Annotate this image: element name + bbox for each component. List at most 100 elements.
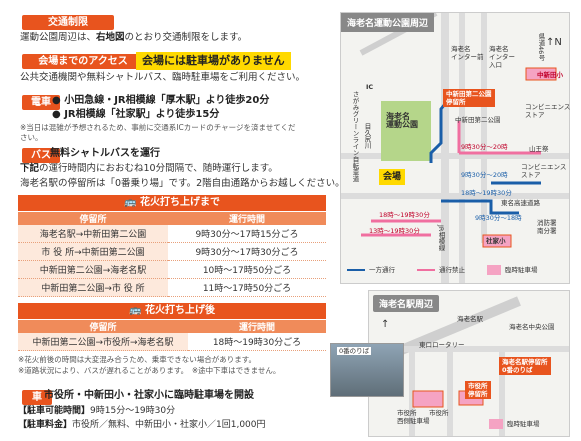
bus-heading: 無料シャトルバスを運行 xyxy=(50,148,160,159)
station-stop-tag: 海老名駅停留所 0番のりば xyxy=(499,357,551,375)
label-jr: JR相模線 xyxy=(437,225,445,251)
table-before-title-text: 花火打ち上げまで xyxy=(139,197,220,208)
north-arrow-icon: ↑N xyxy=(546,37,562,48)
bus-pill: バス xyxy=(22,148,60,163)
label-river: 目久尻川 xyxy=(363,123,371,149)
bus-line-1-bold: 下記 xyxy=(20,163,40,174)
legend-parking: 臨時駐車場 xyxy=(507,420,540,428)
label-ebina-ic-entry: 海老名 インター 入口 xyxy=(489,45,515,69)
col-header-stop: 停留所 xyxy=(18,212,168,225)
label-park: 海老名 運動公園 xyxy=(386,112,418,129)
bus-icon: 🚌 xyxy=(124,197,140,208)
legend-closed: 通行禁止 xyxy=(439,266,465,274)
table-before-title: 🚌 花火打ち上げまで xyxy=(18,195,326,211)
label-central-park: 海老名中央公園 xyxy=(509,323,555,331)
label-city-hall: 市役所 xyxy=(429,409,449,417)
no-parking-notice: 会場には駐車場がありません xyxy=(136,52,291,70)
label-fire-station: 消防署 南分署 xyxy=(537,219,557,235)
map1-legend: 一方通行 通行禁止 臨時駐車場 xyxy=(347,263,563,277)
park-map-svg xyxy=(341,13,569,283)
label-convenience-2: コンビニエンス ストア xyxy=(521,163,567,179)
stop-cell: 海老名駅→中新田第二公園 xyxy=(18,225,168,243)
label-convenience-1: コンビニエンス ストア xyxy=(525,103,571,119)
stop-cell: 中新田第二公園→市 役 所 xyxy=(18,278,168,297)
traffic-text-pre: 運動公園周辺は、 xyxy=(20,32,97,43)
legend-one-way: 一方通行 xyxy=(369,266,395,274)
train-line-2: ● JR相模線「社家駅」より徒歩15分 xyxy=(52,109,220,120)
table-row: 中新田第二公園→市役所→海老名駅 18時〜19時30分ごろ xyxy=(18,333,326,351)
col-header-time: 運行時間 xyxy=(188,320,326,333)
time-cell: 10時〜17時50分ごろ xyxy=(168,260,326,279)
time-cell: 11時〜17時50分ごろ xyxy=(168,278,326,297)
stop-cell: 中新田第二公園→海老名駅 xyxy=(18,260,168,279)
legend-parking: 臨時駐車場 xyxy=(505,266,538,274)
parking-swatch xyxy=(487,265,501,275)
train-note-1: ※当日は混雑が予想されるため、事前に交通系ICカードのチャージを済ませてくだ xyxy=(20,123,296,132)
car-hours-value: 9時15分〜19時30分 xyxy=(90,406,176,416)
access-text: 公共交通機関や無料シャトルバス、臨時駐車場をご利用ください。 xyxy=(20,72,306,83)
one-way-swatch xyxy=(347,269,365,271)
car-fee-label: 【駐車料金】 xyxy=(18,420,73,430)
table-row: 中新田第二公園→海老名駅 10時〜17時50分ごろ xyxy=(18,260,326,279)
label-nakashinden-school: 中新田小 xyxy=(537,71,563,79)
time-cell: 9時30分〜17時30分ごろ xyxy=(168,242,326,261)
traffic-text-bold: 右地図 xyxy=(96,32,125,43)
col-header-stop: 停留所 xyxy=(18,320,188,333)
car-fee-value: 市役所／無料、中新田小・社家小／1回1,000円 xyxy=(72,420,266,430)
car-heading: 市役所・中新田小・社家小に臨時駐車場を開設 xyxy=(44,390,254,401)
note-2: ※道路状況により、バスが遅れることがあります。 ※途中下車はできません。 xyxy=(18,366,281,375)
car-hours: 【駐車可能時間】9時15分〜19時30分 xyxy=(18,405,175,417)
train-note-2: さい。 xyxy=(20,133,43,142)
label-nakashinden-park: 中新田第二公園 xyxy=(455,116,501,124)
label-yamaou: 山王祭 xyxy=(529,145,549,153)
closed-swatch xyxy=(417,269,435,271)
bus-line-1-rest: の運行時間内におおむね10分間隔で、随時運行します。 xyxy=(39,163,278,174)
label-ebina-ic: 海老名 インター前 xyxy=(451,45,484,61)
photo-label: 0番のりば xyxy=(337,347,372,355)
car-hours-label: 【駐車可能時間】 xyxy=(18,406,91,416)
time-label-1: 9時30分〜20時 xyxy=(461,143,508,151)
label-rotary: 東口ロータリー xyxy=(419,341,465,349)
label-road-east: 県道46号 xyxy=(537,33,545,61)
time-label-3: 18時〜19時30分 xyxy=(379,211,430,219)
col-header-time: 運行時間 xyxy=(168,212,326,225)
time-cell: 18時〜19時30分ごろ xyxy=(188,333,326,351)
label-tokaido: 東名高速道路 xyxy=(501,199,540,207)
time-label-4: 13時〜19時30分 xyxy=(369,227,420,235)
traffic-text-post: のとおり交通制限をします。 xyxy=(124,32,248,43)
bus-line-2: 海老名駅の停留所は「0番乗り場」です。2階自由通路からお越しください。 xyxy=(20,178,345,189)
timetable-after: 停留所 運行時間 中新田第二公園→市役所→海老名駅 18時〜19時30分ごろ xyxy=(18,320,326,351)
time-cell: 9時30分〜17時15分ごろ xyxy=(168,225,326,243)
time-label-5: 9時30分〜18時 xyxy=(475,214,522,222)
north-arrow-icon: ↑ xyxy=(381,319,390,330)
parking-swatch xyxy=(489,419,503,429)
label-ebina-station: 海老名駅 xyxy=(457,315,483,323)
traffic-pill: 交通制限 xyxy=(22,15,114,30)
table-after-title: 🚌 花火打ち上げ後 xyxy=(18,303,326,319)
venue-badge: 会場 xyxy=(379,169,406,185)
bus-icon: 🚌 xyxy=(129,305,145,316)
train-line-1: ● 小田急線・JR相模線「厚木駅」より徒歩20分 xyxy=(52,95,270,106)
note-1: ※花火前後の時間は大変混み合うため、乗車できない場合があります。 xyxy=(18,355,257,364)
traffic-text: 運動公園周辺は、右地図のとおり交通制限をします。 xyxy=(20,32,247,44)
label-green-line: さがみグリーンライン自転車道 xyxy=(351,91,359,182)
bus-line-1: 下記の運行時間内におおむね10分間隔で、随時運行します。 xyxy=(20,163,278,175)
shuttle-stop-tag: 中新田第二公園 停留所 xyxy=(443,89,495,107)
table-row: 海老名駅→中新田第二公園 9時30分〜17時15分ごろ xyxy=(18,225,326,243)
label-city-hall-parking: 市役所 西側駐車場 xyxy=(397,409,430,425)
stop-cell: 市 役 所→中新田第二公園 xyxy=(18,242,168,261)
access-pill: 会場までのアクセス xyxy=(22,54,144,69)
timetable-before: 停留所 運行時間 海老名駅→中新田第二公園 9時30分〜17時15分ごろ 市 役… xyxy=(18,212,326,297)
car-pill: 車 xyxy=(22,390,52,405)
label-shakeisho: 社家小 xyxy=(486,237,506,245)
time-label-2: 9時30分〜20時 xyxy=(461,171,508,179)
map2-title: 海老名駅周辺 xyxy=(373,295,440,312)
car-fee: 【駐車料金】市役所／無料、中新田小・社家小／1回1,000円 xyxy=(18,419,266,431)
train-pill: 電車 xyxy=(22,95,60,110)
table-row: 市 役 所→中新田第二公園 9時30分〜17時30分ごろ xyxy=(18,242,326,261)
label-ic: IC xyxy=(366,83,374,91)
time-label-6: 18時〜19時30分 xyxy=(461,189,512,197)
table-row: 中新田第二公園→市 役 所 11時〜17時50分ごろ xyxy=(18,278,326,297)
bus-stop-photo: 0番のりば xyxy=(330,343,404,397)
park-area-map: 海老名運動公園周辺 海老名 インター前 海老名 インター 入口 IC 県道46号… xyxy=(340,12,570,284)
